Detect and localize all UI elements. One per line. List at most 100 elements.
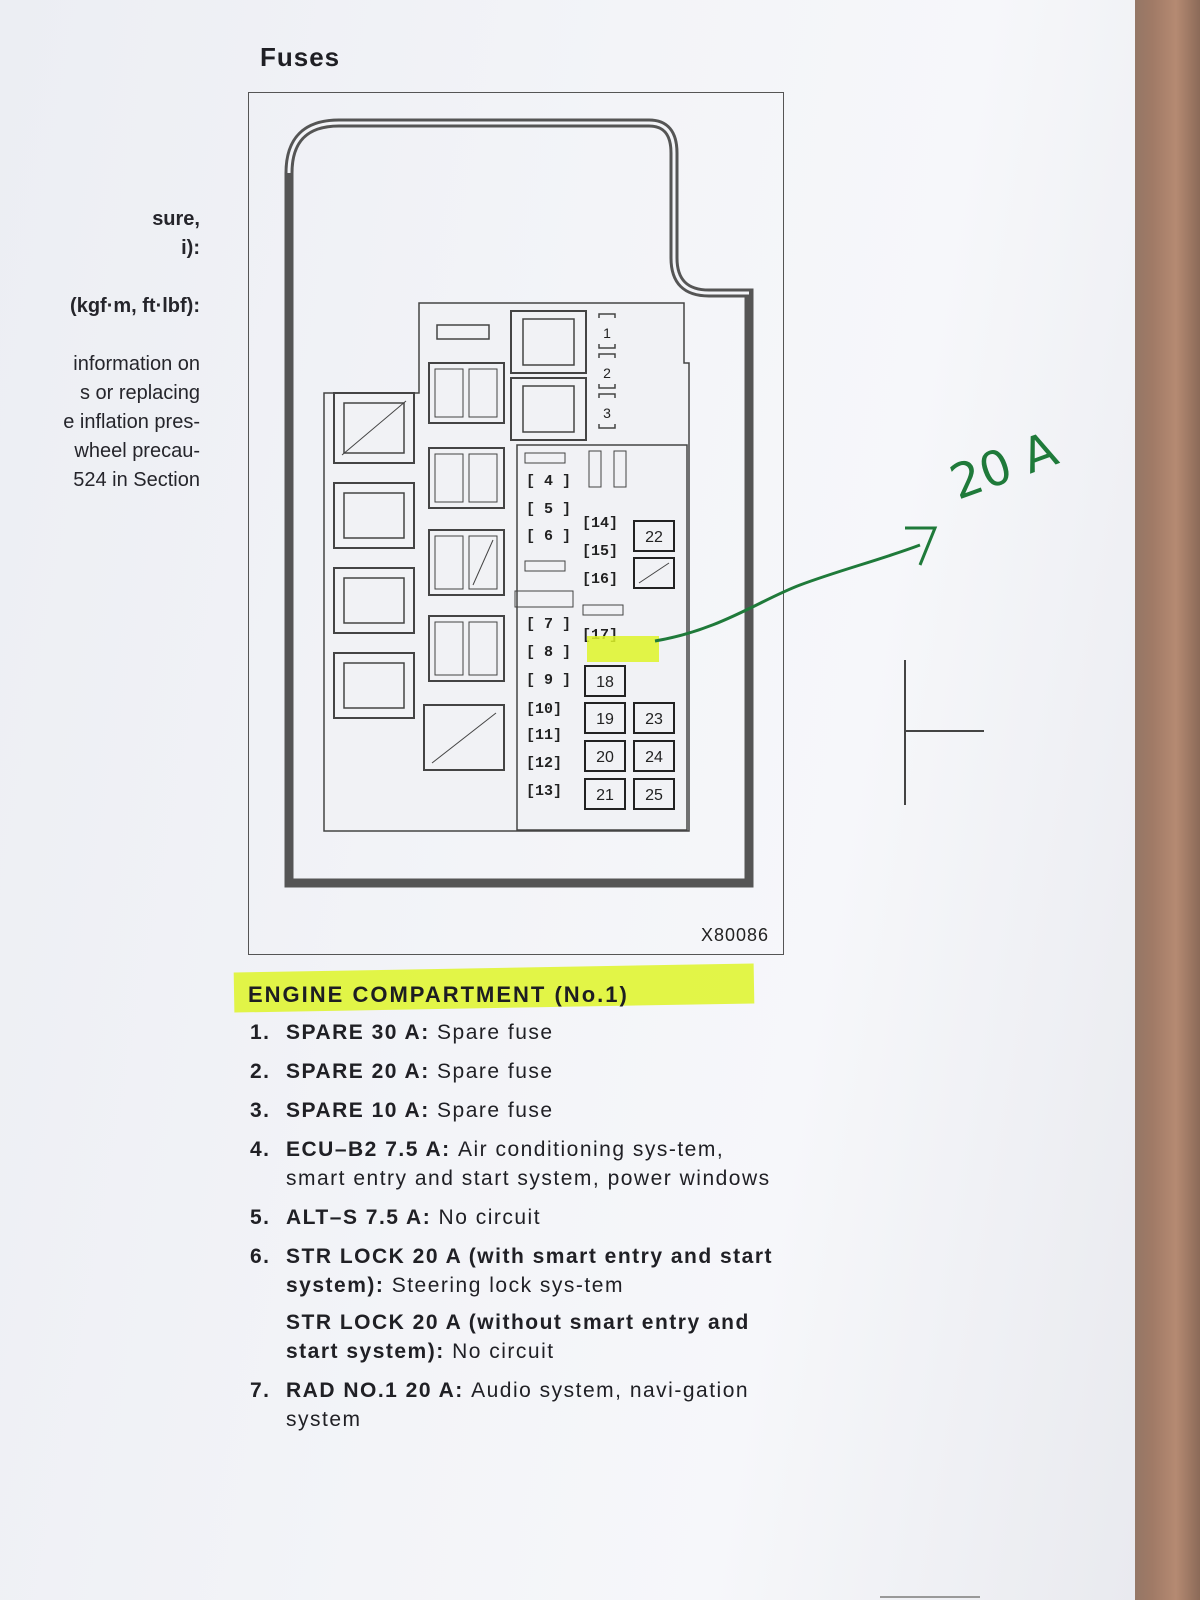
item-number: 1. bbox=[250, 1021, 271, 1044]
left-column-line: sure, bbox=[152, 208, 200, 230]
double-relay-cell bbox=[434, 621, 464, 676]
fuse-box-svg: 123[ 4 ][ 5 ][ 6 ][ 7 ][ 8 ][ 9 ][10][11… bbox=[284, 118, 754, 888]
fuse-number-top: 2 bbox=[603, 365, 611, 381]
fuse-label: [11] bbox=[526, 727, 562, 744]
page-edge-mark bbox=[880, 1596, 980, 1598]
mini-fuse bbox=[524, 452, 566, 464]
item-key: RAD NO.1 20 A: bbox=[286, 1379, 472, 1402]
mini-fuse bbox=[524, 560, 566, 572]
fuse-label: [10] bbox=[526, 701, 562, 718]
boxed-fuse-number: 21 bbox=[596, 787, 614, 804]
item-key: SPARE 30 A: bbox=[286, 1021, 438, 1044]
small-fuse bbox=[436, 324, 490, 340]
double-relay bbox=[428, 615, 505, 682]
fuse-label: [16] bbox=[582, 571, 618, 588]
double-relay-cell bbox=[468, 368, 498, 418]
fuse-label: [15] bbox=[582, 543, 618, 560]
boxed-fuse-number: 25 bbox=[645, 787, 663, 804]
fuse-list-item: 7. RAD NO.1 20 A: Audio system, navi-gati… bbox=[250, 1376, 790, 1434]
relay-inner bbox=[522, 318, 575, 366]
fuse-label: [ 9 ] bbox=[526, 672, 571, 689]
manual-page: Fuses sure,i): (kgf·m, ft·lbf): informat… bbox=[0, 0, 1135, 1600]
fuse-list-item: 6.STR LOCK 20 A (with smart entry and st… bbox=[250, 1242, 790, 1366]
item-description: No circuit bbox=[438, 1206, 542, 1229]
fuse-bracket-bottom bbox=[598, 424, 616, 429]
left-column-text: sure,i): (kgf·m, ft·lbf): information on… bbox=[0, 205, 200, 495]
annotation-arrow-head bbox=[905, 526, 938, 566]
double-relay bbox=[428, 447, 505, 509]
item-number: 3. bbox=[250, 1099, 271, 1122]
relay-inner bbox=[343, 577, 405, 624]
housing-inner-line bbox=[287, 121, 749, 295]
relay-inner bbox=[343, 662, 405, 709]
item-description: Spare fuse bbox=[437, 1060, 554, 1083]
double-relay-cell bbox=[434, 368, 464, 418]
item-sub-key: STR LOCK 20 A (without smart entry and s… bbox=[286, 1311, 750, 1363]
relay-inner bbox=[343, 402, 405, 454]
boxed-fuse bbox=[633, 702, 675, 734]
figure-code: X80086 bbox=[700, 925, 769, 945]
relay bbox=[333, 482, 415, 549]
fuse-label: [12] bbox=[526, 755, 562, 772]
left-column-line: (kgf·m, ft·lbf): bbox=[70, 295, 200, 317]
item-description: Steering lock sys-tem bbox=[391, 1274, 624, 1297]
relay-inner bbox=[522, 385, 575, 433]
fuse-bracket-top bbox=[598, 353, 616, 358]
page-title: Fuses bbox=[260, 42, 341, 72]
mini-fuse-vertical bbox=[613, 450, 627, 488]
fuse-label: [13] bbox=[526, 783, 562, 800]
boxed-fuse bbox=[584, 740, 626, 772]
fuse-bracket-bottom bbox=[598, 344, 616, 349]
fuse-label: [ 8 ] bbox=[526, 644, 571, 661]
left-column-line: i): bbox=[181, 237, 200, 259]
item-description: Audio system, navi-gation system bbox=[286, 1379, 750, 1431]
boxed-fuse bbox=[633, 520, 675, 552]
item-description: Air conditioning sys-tem, smart entry an… bbox=[286, 1138, 771, 1190]
mini-fuse-vertical bbox=[588, 450, 602, 488]
fuse-label: [ 4 ] bbox=[526, 473, 571, 490]
fuse-list-item: 2.SPARE 20 A: Spare fuse bbox=[250, 1057, 790, 1086]
relay-diagonal bbox=[472, 539, 494, 586]
cursor-crosshair-horizontal bbox=[904, 730, 984, 732]
relay-diagonal bbox=[431, 712, 497, 764]
item-number: 7. bbox=[250, 1379, 271, 1402]
double-relay-cell bbox=[468, 621, 498, 676]
relay bbox=[423, 704, 505, 771]
relay bbox=[333, 392, 415, 464]
fuse-label: [ 6 ] bbox=[526, 528, 571, 545]
relay bbox=[510, 310, 587, 374]
fuse-label: [14] bbox=[582, 515, 618, 532]
boxed-fuse bbox=[584, 702, 626, 734]
boxed-fuse bbox=[584, 778, 626, 810]
item-key: ECU–B2 7.5 A: bbox=[286, 1138, 458, 1161]
left-column-line: 524 in Section bbox=[73, 469, 200, 491]
relay bbox=[510, 377, 587, 441]
fuse-bracket-top bbox=[598, 393, 616, 398]
relay-inner bbox=[343, 492, 405, 539]
fuse-number-top: 1 bbox=[603, 325, 611, 341]
boxed-fuse-number: 18 bbox=[596, 674, 614, 691]
boxed-fuse-number: 19 bbox=[596, 711, 614, 728]
item-description: Spare fuse bbox=[437, 1099, 554, 1122]
item-key: STR LOCK 20 A (with smart entry and star… bbox=[286, 1245, 774, 1297]
fuse-label: [ 5 ] bbox=[526, 501, 571, 518]
boxed-fuse bbox=[633, 740, 675, 772]
mini-fuse bbox=[582, 604, 624, 616]
double-relay-cell bbox=[434, 535, 464, 590]
item-key: SPARE 10 A: bbox=[286, 1099, 438, 1122]
relay bbox=[333, 567, 415, 634]
boxed-fuse-number: 24 bbox=[645, 749, 663, 766]
item-sub-description: No circuit bbox=[452, 1340, 555, 1363]
item-key: ALT–S 7.5 A: bbox=[286, 1206, 439, 1229]
boxed-fuse bbox=[584, 665, 626, 697]
boxed-fuse-number: 22 bbox=[645, 529, 663, 546]
left-column-line: wheel precau- bbox=[74, 440, 200, 462]
relay bbox=[333, 652, 415, 719]
left-column-line: s or replacing bbox=[79, 382, 200, 404]
cursor-crosshair-vertical bbox=[904, 660, 906, 805]
annotation-text: 20 A bbox=[943, 421, 1065, 511]
fuse-bracket-bottom bbox=[598, 384, 616, 389]
left-column-line: e inflation pres- bbox=[63, 411, 200, 433]
